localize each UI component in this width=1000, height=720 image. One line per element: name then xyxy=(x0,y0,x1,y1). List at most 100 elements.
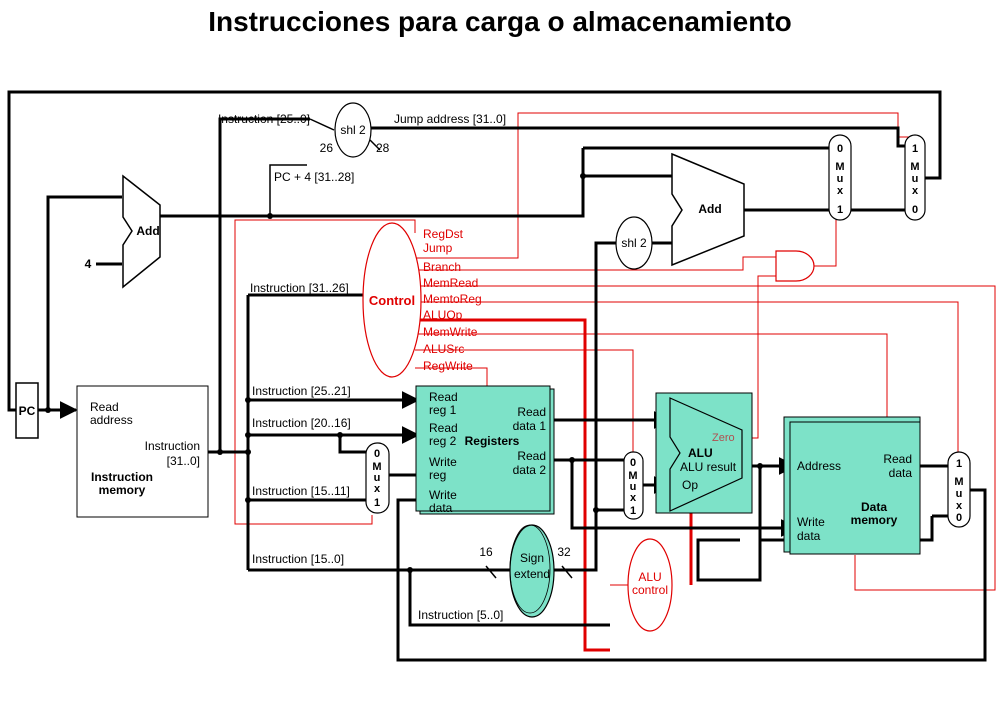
svg-text:Read: Read xyxy=(429,390,458,404)
svg-text:1: 1 xyxy=(630,505,636,517)
svg-text:data: data xyxy=(429,501,453,515)
svg-text:memory: memory xyxy=(99,483,146,497)
svg-text:4: 4 xyxy=(85,257,92,271)
svg-text:Instruction [20..16]: Instruction [20..16] xyxy=(252,416,351,430)
svg-text:PC: PC xyxy=(19,404,36,418)
svg-text:Registers: Registers xyxy=(465,434,520,448)
svg-text:MemtoReg: MemtoReg xyxy=(423,292,482,306)
svg-text:PC + 4 [31..28]: PC + 4 [31..28] xyxy=(274,170,354,184)
svg-text:data: data xyxy=(797,529,821,543)
svg-text:0: 0 xyxy=(956,512,962,524)
svg-text:x: x xyxy=(630,492,637,504)
svg-text:32: 32 xyxy=(557,545,571,559)
svg-text:0: 0 xyxy=(912,204,918,216)
svg-text:M: M xyxy=(372,461,381,473)
jump-shift-left: shl 2 Instruction [25..0] 26 28 Jump add… xyxy=(218,102,506,184)
svg-text:extend: extend xyxy=(514,567,550,581)
branch-and-gate xyxy=(775,250,815,282)
regdst-mux: 0 M u x 1 xyxy=(365,442,390,514)
svg-text:28: 28 xyxy=(376,141,390,155)
svg-text:Instruction: Instruction xyxy=(145,439,200,453)
svg-text:Zero: Zero xyxy=(712,432,735,444)
svg-text:reg 1: reg 1 xyxy=(429,403,457,417)
svg-text:1: 1 xyxy=(837,204,843,216)
svg-text:Instruction [15..0]: Instruction [15..0] xyxy=(252,552,344,566)
svg-text:shl 2: shl 2 xyxy=(621,236,647,250)
svg-text:u: u xyxy=(630,481,637,493)
pc-register: PC xyxy=(15,382,39,439)
svg-text:shl 2: shl 2 xyxy=(340,123,366,137)
svg-text:Write: Write xyxy=(797,515,825,529)
svg-text:Add: Add xyxy=(698,202,721,216)
jump-mux: 1 M u x 0 xyxy=(904,134,926,221)
svg-text:Op: Op xyxy=(682,478,698,492)
svg-text:ALUOp: ALUOp xyxy=(423,308,463,322)
svg-text:1: 1 xyxy=(374,497,380,509)
svg-text:u: u xyxy=(374,472,381,484)
branch-adder: Add xyxy=(671,152,745,267)
page-title: Instrucciones para carga o almacenamient… xyxy=(208,6,792,37)
svg-text:0: 0 xyxy=(837,143,843,155)
data-memory: Address Read data Write data Data memory xyxy=(783,416,921,555)
svg-text:Instruction [15..11]: Instruction [15..11] xyxy=(252,484,350,498)
svg-text:Jump: Jump xyxy=(423,241,453,255)
svg-text:Write: Write xyxy=(429,455,457,469)
svg-text:ALUSrc: ALUSrc xyxy=(423,342,464,356)
instruction-field-labels: Instruction [25..21] Instruction [20..16… xyxy=(252,384,503,622)
svg-text:u: u xyxy=(912,173,919,185)
svg-text:0: 0 xyxy=(630,457,636,469)
svg-text:MemRead: MemRead xyxy=(423,276,478,290)
svg-text:[31..0]: [31..0] xyxy=(167,454,200,468)
svg-text:x: x xyxy=(374,483,381,495)
svg-text:Read: Read xyxy=(90,400,119,414)
svg-text:data: data xyxy=(889,466,913,480)
svg-text:ALU result: ALU result xyxy=(680,460,737,474)
svg-text:RegDst: RegDst xyxy=(423,227,464,241)
svg-text:M: M xyxy=(628,470,637,482)
svg-text:control: control xyxy=(632,583,668,597)
register-file: Read reg 1 Read reg 2 Write reg Write da… xyxy=(415,385,555,515)
svg-text:Write: Write xyxy=(429,488,457,502)
svg-text:data 1: data 1 xyxy=(513,419,547,433)
alu: ALU Zero ALU result Op xyxy=(655,392,753,514)
svg-text:Control: Control xyxy=(369,293,415,308)
svg-text:M: M xyxy=(910,161,919,173)
wire-junctions xyxy=(45,173,763,573)
pc-adder: Add 4 xyxy=(85,174,161,289)
svg-text:0: 0 xyxy=(374,448,380,460)
svg-text:Instruction [31..26]: Instruction [31..26] xyxy=(250,281,349,295)
svg-text:M: M xyxy=(954,476,963,488)
svg-text:u: u xyxy=(837,173,844,185)
sign-extend-unit: Sign extend 16 32 xyxy=(479,524,573,618)
control-unit: Control Instruction [31..26] RegDst Jump… xyxy=(250,222,482,378)
svg-text:Data: Data xyxy=(861,500,887,514)
svg-text:MemWrite: MemWrite xyxy=(423,325,478,339)
alu-control-unit: ALU control xyxy=(627,538,673,632)
svg-text:1: 1 xyxy=(956,458,962,470)
svg-text:reg: reg xyxy=(429,468,446,482)
svg-text:26: 26 xyxy=(320,141,334,155)
svg-text:Read: Read xyxy=(517,405,546,419)
svg-text:Add: Add xyxy=(136,224,159,238)
svg-text:Read: Read xyxy=(883,452,912,466)
svg-text:Instruction [5..0]: Instruction [5..0] xyxy=(418,608,503,622)
svg-text:data 2: data 2 xyxy=(513,463,547,477)
svg-text:Instruction [25..21]: Instruction [25..21] xyxy=(252,384,351,398)
svg-text:Instruction: Instruction xyxy=(91,470,153,484)
svg-text:u: u xyxy=(956,488,963,500)
svg-text:reg 2: reg 2 xyxy=(429,434,457,448)
svg-text:address: address xyxy=(90,413,133,427)
svg-text:Address: Address xyxy=(797,459,841,473)
alusrc-mux: 0 M u x 1 xyxy=(623,451,644,520)
svg-text:Sign: Sign xyxy=(520,551,544,565)
svg-text:x: x xyxy=(956,500,963,512)
svg-text:1: 1 xyxy=(912,143,918,155)
svg-text:Read: Read xyxy=(429,421,458,435)
svg-text:RegWrite: RegWrite xyxy=(423,359,473,373)
svg-text:ALU: ALU xyxy=(688,446,713,460)
svg-text:Read: Read xyxy=(517,449,546,463)
svg-text:Jump address [31..0]: Jump address [31..0] xyxy=(394,112,506,126)
branch-shift-left: shl 2 xyxy=(615,216,653,270)
pcsrc-mux: 0 M u x 1 xyxy=(828,134,852,221)
